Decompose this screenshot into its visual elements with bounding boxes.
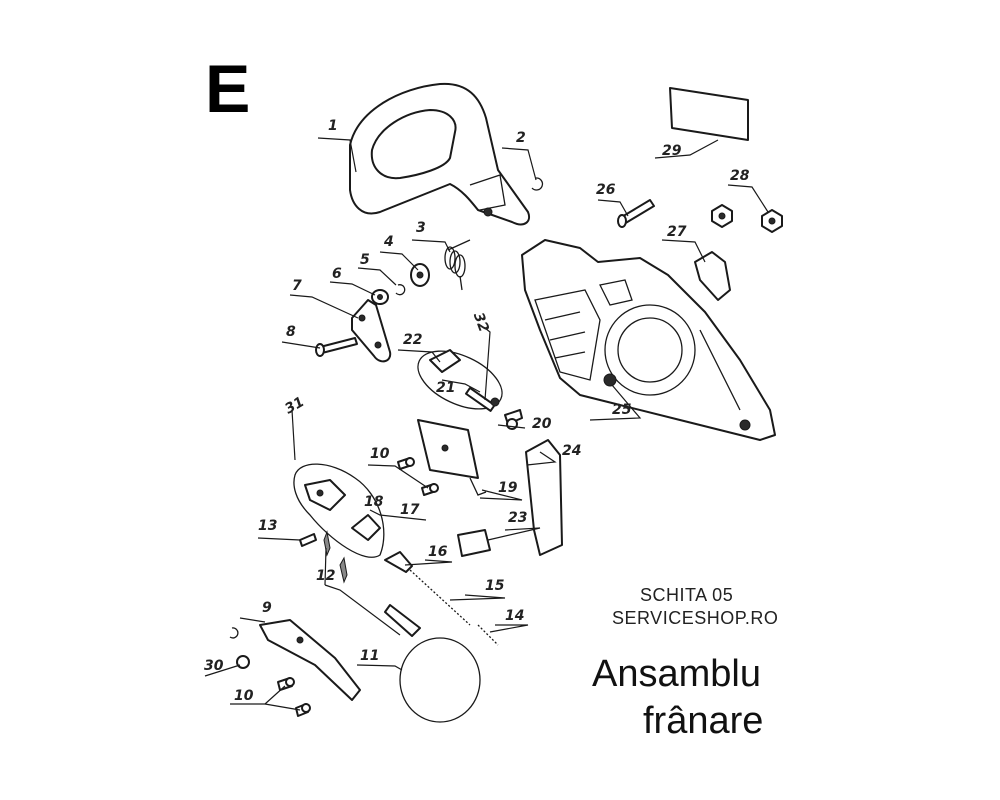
callout-23: 23 (508, 510, 527, 526)
callout-28: 28 (730, 168, 750, 184)
part-3-spring (444, 239, 471, 291)
callout-labels: 1 2 3 4 5 6 7 8 9 10 10 10 11 12 13 14 1… (204, 118, 750, 704)
callout-31: 31 (282, 394, 307, 418)
callout-26: 26 (596, 182, 616, 198)
callout-9: 9 (262, 600, 272, 616)
part-13-pin (299, 533, 317, 547)
part-1-hand-guard (349, 82, 530, 226)
part-31-lever-group (293, 463, 385, 558)
part-29-label (669, 87, 749, 141)
callout-1: 1 (328, 118, 338, 134)
part-30-clip (229, 627, 239, 639)
callout-21: 21 (436, 380, 455, 396)
callout-16: 16 (428, 544, 448, 560)
part-14-spring (477, 624, 499, 646)
callout-20: 20 (532, 416, 552, 432)
shop-label: SERVICESHOP.RO (612, 608, 779, 628)
assembly-title-line2: frânare (643, 700, 764, 742)
part-22-bracket (417, 349, 503, 412)
part-19-plate (417, 419, 487, 496)
part-26-stud (617, 199, 655, 228)
callout-18: 18 (364, 494, 384, 510)
part-11-brake-band (384, 604, 481, 723)
callout-10-mid: 10 (370, 446, 390, 462)
callout-6: 6 (332, 266, 342, 282)
part-28-nut-b (761, 209, 783, 233)
schita-label: SCHITA 05 (640, 585, 734, 605)
callout-11: 11 (360, 648, 379, 664)
part-8-bolt (315, 337, 358, 357)
callout-27: 27 (667, 224, 687, 240)
callout-3: 3 (416, 220, 426, 236)
part-30-washer (236, 655, 250, 669)
callout-19: 19 (498, 480, 518, 496)
callout-14: 14 (505, 608, 524, 624)
callout-22: 22 (403, 332, 422, 348)
assembly-title-line1: Ansamblu (592, 653, 761, 695)
part-10-bolt-b (421, 483, 439, 496)
callout-10-bottom: 10 (234, 688, 254, 704)
part-24-guide (525, 439, 563, 556)
part-10-bolt-c (277, 677, 295, 691)
section-letter: E (205, 51, 251, 127)
callout-15: 15 (485, 578, 505, 594)
part-28-nut-a (711, 204, 733, 228)
part-23-pad (457, 529, 491, 557)
part-5-clip (395, 284, 406, 296)
callout-13: 13 (258, 518, 277, 534)
callout-17: 17 (400, 502, 420, 518)
callout-29: 29 (662, 143, 682, 159)
part-4-washer (410, 263, 430, 287)
callout-25: 25 (612, 402, 632, 418)
callout-2: 2 (516, 130, 526, 146)
callout-30: 30 (204, 658, 224, 674)
part-7-lever (351, 299, 392, 363)
part-6-washer (371, 289, 389, 305)
part-16-hook (384, 551, 413, 573)
callout-5: 5 (360, 252, 370, 268)
callout-12: 12 (316, 568, 335, 584)
part-9-cover (259, 619, 361, 701)
callout-4: 4 (383, 234, 394, 250)
part-2-circlip (531, 177, 544, 191)
callout-7: 7 (292, 278, 302, 294)
leader-lines (204, 137, 769, 711)
callout-24: 24 (562, 443, 581, 459)
part-25-side-cover (521, 239, 776, 441)
part-15-spring (409, 569, 471, 626)
part-10-bolt-a (397, 457, 415, 470)
part-27-block (694, 251, 731, 301)
callout-8: 8 (286, 324, 296, 340)
part-10-bolt-d (295, 703, 311, 717)
part-12-pins (323, 530, 348, 584)
callout-32: 32 (470, 310, 492, 334)
